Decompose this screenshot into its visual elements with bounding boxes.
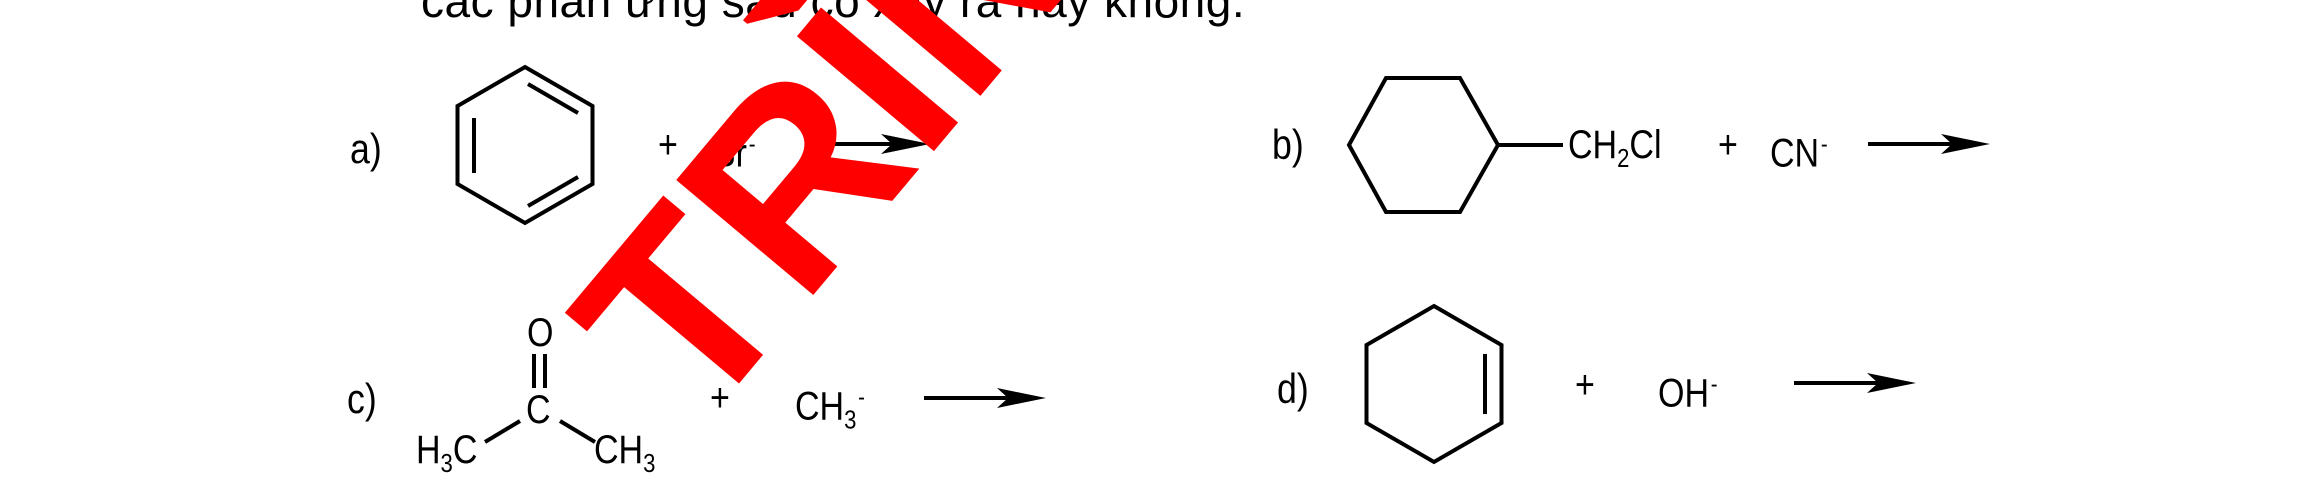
reaction-b-reagent: CN- <box>1770 125 1828 173</box>
right-sub: 3 <box>643 448 656 478</box>
right-ch: CH <box>594 428 644 472</box>
reaction-c-reagent-sub: 3 <box>844 404 857 435</box>
reaction-c-reagent: CH3- <box>795 378 865 439</box>
reaction-d-reagent-formula: OH <box>1658 371 1709 416</box>
reaction-d-arrow-icon <box>1794 373 1916 393</box>
question-text: các phản ứng sau có xảy ra hay không: <box>421 0 1246 27</box>
reaction-b-plus: + <box>1718 123 1738 167</box>
ch2-subscript: 2 <box>1617 143 1630 173</box>
reaction-a-reagent-charge: - <box>748 131 756 158</box>
reaction-a-label: a) <box>350 125 382 172</box>
left-c: C <box>452 428 478 472</box>
reaction-a-reagent: Br- <box>713 125 756 173</box>
reaction-a-reagent-formula: Br <box>713 131 747 176</box>
reaction-b-reagent-charge: - <box>1820 131 1828 158</box>
acetone-bonds-icon <box>483 354 597 444</box>
reaction-c-label: c) <box>347 375 377 422</box>
reaction-d-reagent: OH- <box>1658 365 1718 413</box>
reaction-c-reagent-formula: CH <box>795 384 845 429</box>
reaction-b-arrow-icon <box>1868 134 1990 154</box>
cl-suffix: Cl <box>1629 123 1662 167</box>
reaction-c-reagent-charge: - <box>858 384 865 411</box>
left-h: H <box>416 428 441 472</box>
left-sub: 3 <box>440 448 453 478</box>
ch2-prefix: CH <box>1568 123 1618 167</box>
reaction-a-plus: + <box>658 123 678 167</box>
acetone-oxygen: O <box>527 311 554 355</box>
reaction-a-arrow-icon <box>808 134 930 154</box>
cyclohexane-ring-icon <box>1346 76 1563 214</box>
acetone-carbon: C <box>526 388 551 432</box>
acetone-right-methyl: CH3 <box>594 430 655 483</box>
reaction-c-plus: + <box>710 376 730 420</box>
reaction-c-arrow-icon <box>924 388 1046 408</box>
reaction-d-reagent-charge: - <box>1710 371 1718 398</box>
reaction-b-label: b) <box>1272 121 1304 168</box>
reaction-d-label: d) <box>1277 365 1309 412</box>
reaction-b-reagent-formula: CN <box>1770 131 1820 176</box>
reaction-d-plus: + <box>1575 363 1595 407</box>
acetone-left-methyl: H3C <box>416 430 477 483</box>
benzene-ring-icon <box>455 64 595 226</box>
cyclohexene-ring-icon <box>1364 303 1504 465</box>
reaction-b-substituent: CH2Cl <box>1568 125 1662 178</box>
